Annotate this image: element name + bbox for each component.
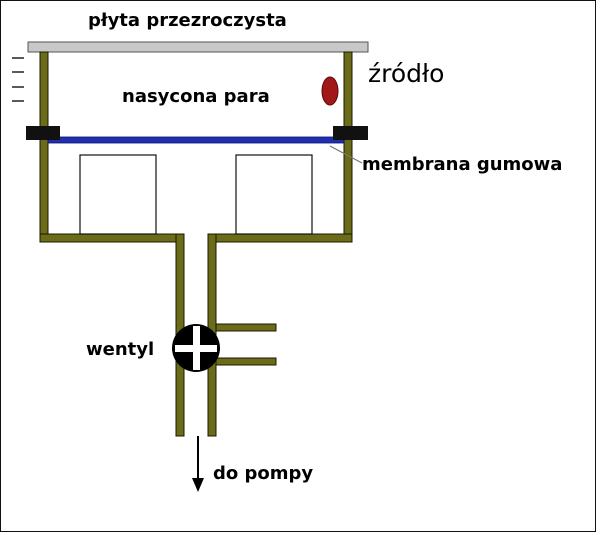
valve-icon — [172, 324, 220, 372]
pump-arrow-icon — [192, 436, 204, 492]
transparent-plate — [27, 41, 369, 53]
source-label: źródło — [368, 59, 445, 88]
vapor-label: nasycona para — [122, 86, 270, 107]
rubber-membrane — [47, 136, 345, 144]
right-clamp — [333, 126, 368, 140]
left-clamp — [26, 126, 60, 140]
pump-label: do pompy — [213, 463, 314, 484]
chamber-walls — [39, 51, 353, 437]
valve-label: wentyl — [86, 339, 155, 360]
membrane-label: membrana gumowa — [362, 154, 563, 175]
plate-label: płyta przezroczysta — [88, 10, 287, 31]
source-marker — [321, 76, 339, 106]
right-piston-block — [235, 154, 313, 235]
membrane-leader — [329, 145, 363, 164]
scale-ticks — [12, 57, 24, 102]
left-piston-block — [79, 154, 157, 235]
